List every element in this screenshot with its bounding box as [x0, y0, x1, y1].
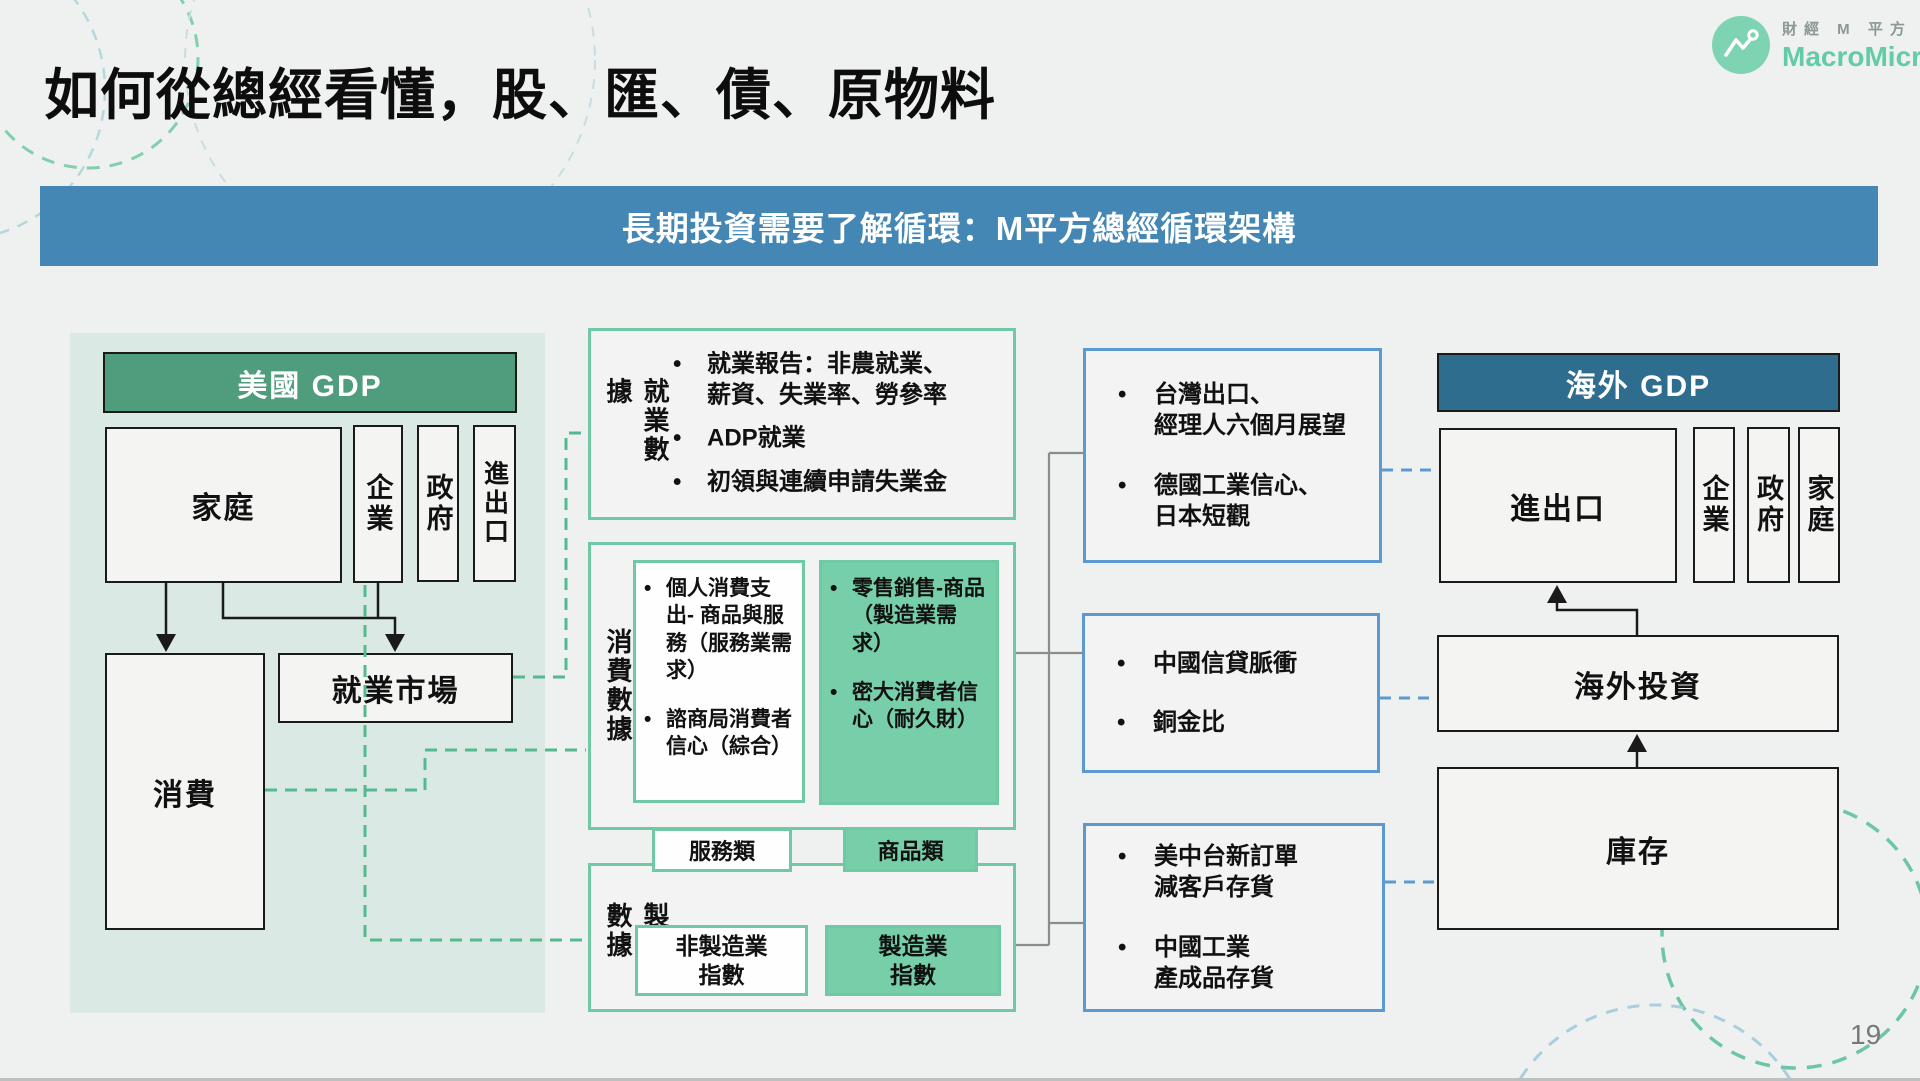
us-consumption-box: 消費: [105, 653, 265, 930]
blue-dashed-links: [1380, 468, 1437, 884]
us-job-market-box: 就業市場: [278, 653, 513, 723]
signal-box-exports: 台灣出口、 經理人六個月展望 德國工業信心、 日本短觀: [1083, 348, 1382, 563]
consumption-service-subbox: 個人消費支出- 商品與服務（服務業需求） 諮商局消費者信心（綜合）: [633, 560, 805, 803]
list-item: 初領與連續申請失業金: [667, 468, 997, 499]
list-item: 密大消費者信心（耐久財）: [824, 679, 988, 734]
list-item: 美中台新訂單 減客戶存貨: [1112, 841, 1382, 903]
consumption-goods-subbox: 零售銷售-商品（製造業需求） 密大消費者信心（耐久財）: [819, 560, 999, 805]
list-item: 諮商局消費者信心（綜合）: [638, 706, 794, 761]
signal-bullet-list: 台灣出口、 經理人六個月展望 德國工業信心、 日本短觀: [1086, 379, 1379, 532]
signal-bullet-list: 中國信貸脈衝 銅金比: [1085, 648, 1377, 739]
logo-brand: MacroMicro: [1782, 40, 1920, 72]
overseas-enterprise-box: 企業: [1693, 427, 1735, 583]
list-item: 個人消費支出- 商品與服務（服務業需求）: [638, 575, 794, 684]
service-category-tag: 服務類: [652, 828, 792, 872]
gray-links: [1016, 451, 1083, 947]
us-trade-box: 進出口: [473, 425, 516, 582]
banner-text: 長期投資需要了解循環：M平方總經循環架構: [621, 210, 1297, 247]
employment-data-group: 就業數據 就業報告：非農就業、 薪資、失業率、勞參率 ADP就業 初領與連續申請…: [588, 328, 1016, 520]
us-enterprise-box: 企業: [353, 425, 403, 583]
overseas-inventory-box: 庫存: [1437, 767, 1839, 930]
us-government-box: 政府: [417, 425, 459, 582]
overseas-household-box: 家庭: [1798, 427, 1840, 583]
us-gdp-header: 美國 GDP: [103, 352, 517, 413]
arrowhead-up: [1627, 734, 1647, 752]
manufacturing-index-box: 製造業 指數: [825, 925, 1001, 996]
logo-text: 財經 M 平方 MacroMicro: [1782, 18, 1920, 73]
goods-category-tag: 商品類: [843, 827, 978, 872]
list-item: 銅金比: [1111, 707, 1377, 738]
non-manufacturing-index-box: 非製造業 指數: [635, 925, 808, 996]
logo-chart-icon: [1712, 16, 1770, 74]
list-item: 中國工業 產成品存貨: [1112, 932, 1382, 994]
overseas-gdp-header: 海外 GDP: [1437, 353, 1840, 412]
page-title: 如何從總經看懂，股、匯、債、原物料: [44, 64, 997, 126]
employment-bullet-list: 就業報告：非農就業、 薪資、失業率、勞參率 ADP就業 初領與連續申請失業金: [667, 350, 997, 499]
service-bullet-list: 個人消費支出- 商品與服務（服務業需求） 諮商局消費者信心（綜合）: [638, 575, 794, 761]
us-household-box: 家庭: [105, 427, 342, 583]
overseas-investment-box: 海外投資: [1437, 635, 1839, 732]
dashed-circle-bottom-blue: [1518, 1003, 1792, 1078]
employment-data-label: 就業數據: [603, 377, 670, 465]
list-item: 中國信貸脈衝: [1111, 648, 1377, 679]
macromicro-logo: 財經 M 平方 MacroMicro: [1712, 16, 1920, 74]
line-chart-glyph: [1724, 29, 1759, 57]
manufacturing-data-group: 製造數據 非製造業 指數 製造業 指數: [588, 863, 1016, 1012]
list-item: ADP就業: [667, 424, 997, 455]
signal-box-credit: 中國信貸脈衝 銅金比: [1082, 613, 1380, 773]
overseas-trade-box: 進出口: [1439, 428, 1677, 583]
list-item: 德國工業信心、 日本短觀: [1112, 470, 1379, 532]
page-number: 19: [1850, 1019, 1882, 1050]
consumption-data-group: 消費數據 個人消費支出- 商品與服務（服務業需求） 諮商局消費者信心（綜合） 零…: [588, 542, 1016, 830]
logo-tagline: 財經 M 平方: [1782, 20, 1912, 38]
section-banner: 長期投資需要了解循環：M平方總經循環架構: [40, 186, 1878, 266]
arrowhead-up: [1547, 585, 1567, 603]
goods-bullet-list: 零售銷售-商品（製造業需求） 密大消費者信心（耐久財）: [824, 575, 988, 733]
signal-box-orders: 美中台新訂單 減客戶存貨 中國工業 產成品存貨: [1083, 823, 1385, 1012]
signal-bullet-list: 美中台新訂單 減客戶存貨 中國工業 產成品存貨: [1086, 841, 1382, 994]
list-item: 台灣出口、 經理人六個月展望: [1112, 379, 1379, 441]
overseas-government-box: 政府: [1747, 427, 1790, 583]
consumption-data-label: 消費數據: [603, 628, 633, 744]
arrow-investment-to-trade: [1555, 601, 1639, 635]
list-item: 零售銷售-商品（製造業需求）: [824, 575, 988, 657]
list-item: 就業報告：非農就業、 薪資、失業率、勞參率: [667, 350, 997, 411]
